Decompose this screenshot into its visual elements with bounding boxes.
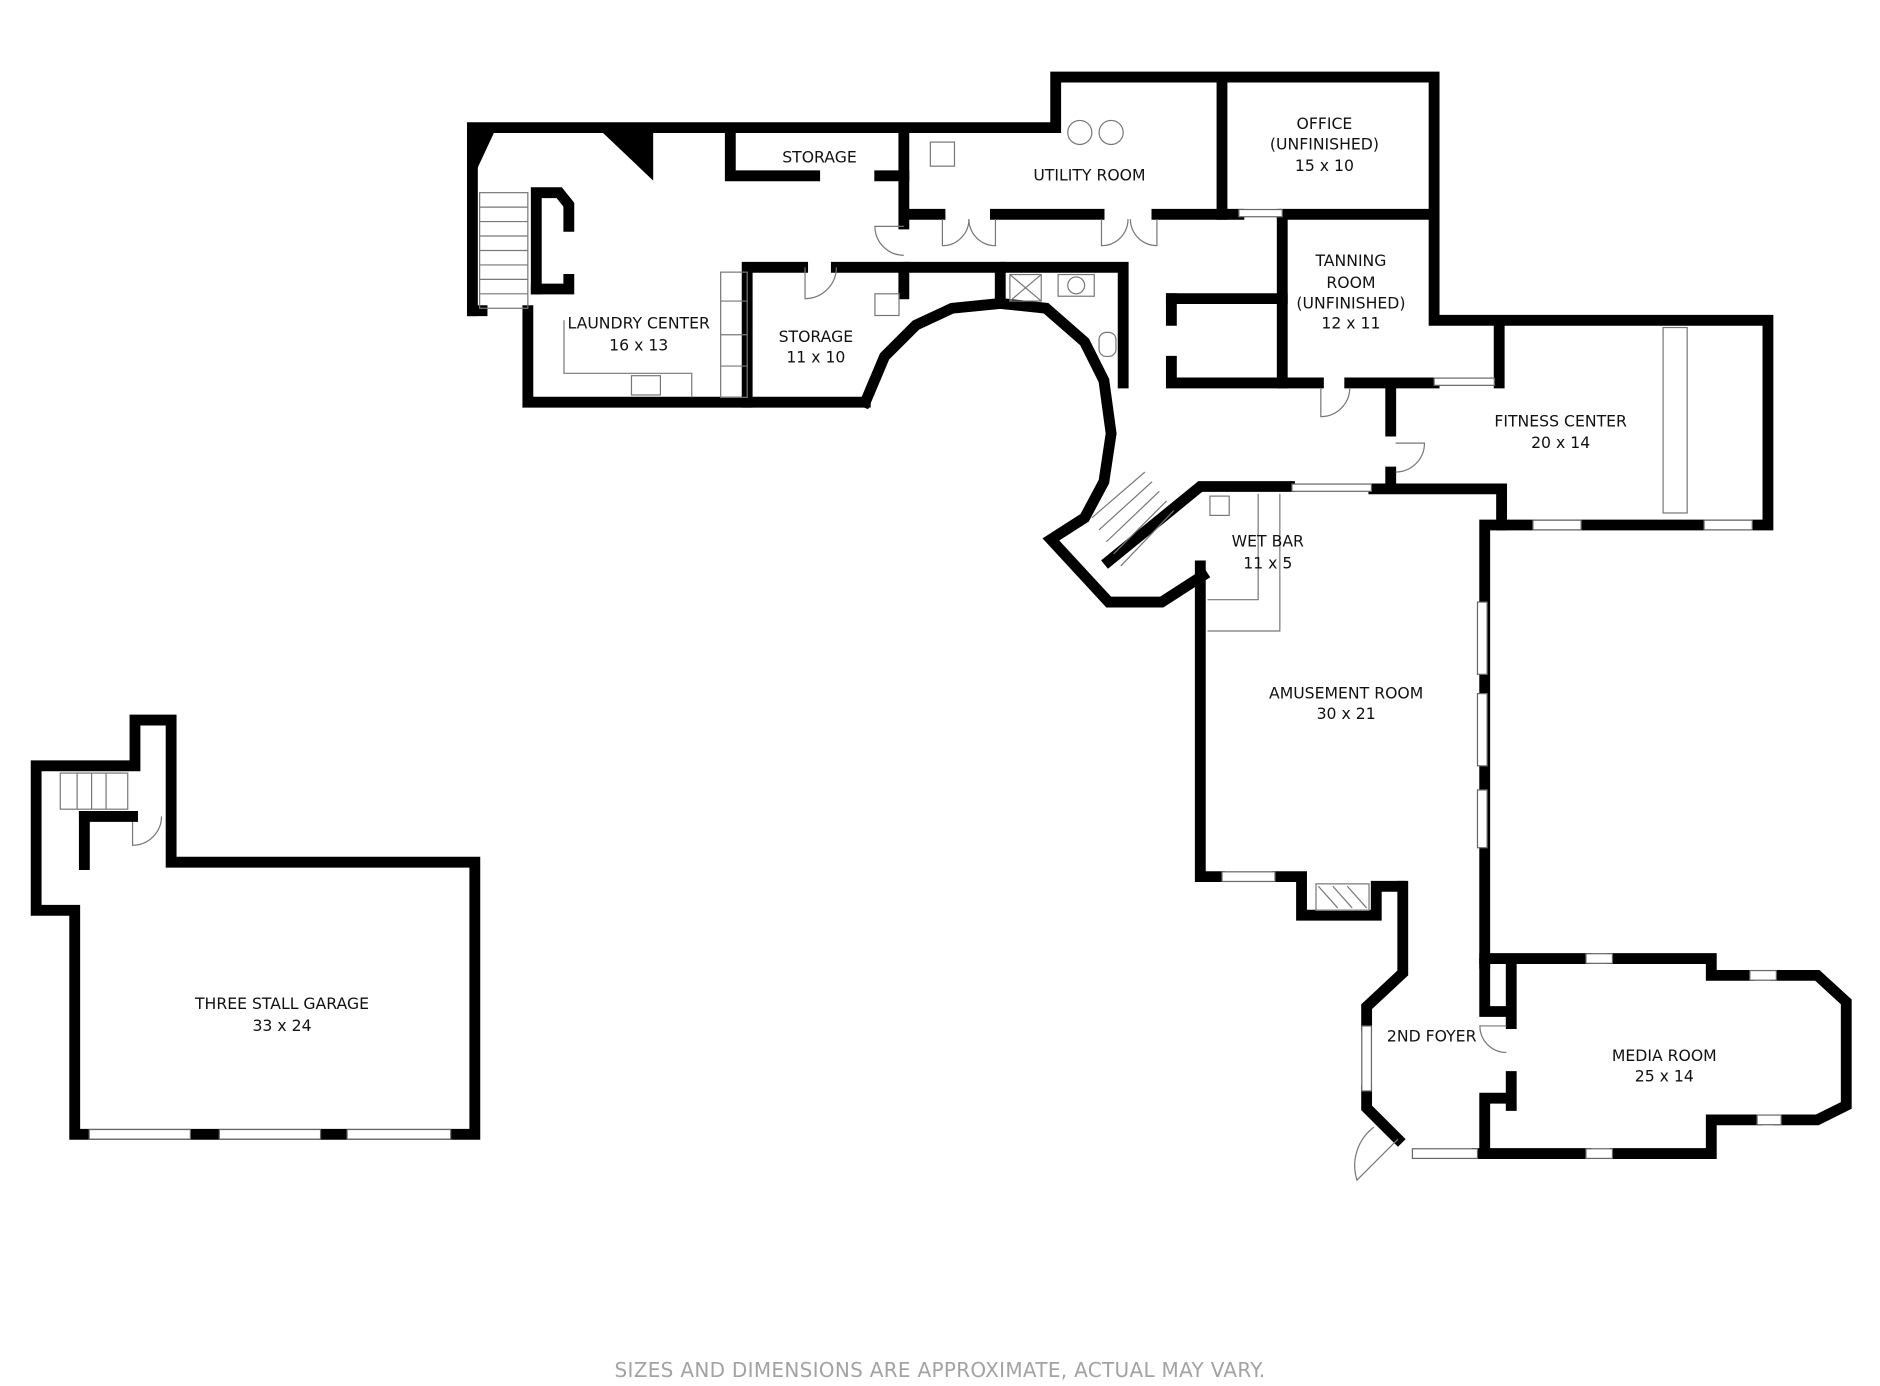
doors <box>131 219 1507 1182</box>
fireplace-icon <box>1315 883 1370 911</box>
bar-sink-icon <box>1209 495 1230 516</box>
room-wet-bar-dims: 11 x 5 <box>1243 553 1292 572</box>
room-tanning-label-2: ROOM <box>1326 273 1375 292</box>
fitness-equipment-icon <box>1662 326 1688 514</box>
toilet-icon <box>1098 331 1117 358</box>
room-laundry-label: LAUNDRY CENTER <box>568 314 710 333</box>
room-fitness-label: FITNESS CENTER <box>1494 411 1627 430</box>
room-media-label: MEDIA ROOM <box>1612 1046 1717 1065</box>
room-wet-bar-label: WET BAR <box>1232 532 1304 551</box>
sink-icon <box>1057 273 1095 297</box>
main-house-walls <box>466 71 1852 1160</box>
room-foyer-label: 2ND FOYER <box>1387 1027 1477 1046</box>
room-tanning-status: (UNFINISHED) <box>1296 293 1405 312</box>
curved-stairs-icon <box>1091 471 1175 567</box>
room-storage-dims: 11 x 10 <box>786 347 845 366</box>
stairs-icon <box>479 192 529 309</box>
room-fitness-dims: 20 x 14 <box>1531 433 1590 452</box>
room-tanning-label: TANNING <box>1314 251 1386 270</box>
room-office-label: OFFICE <box>1297 114 1353 133</box>
room-amusement-dims: 30 x 21 <box>1317 704 1376 723</box>
room-tanning-dims: 12 x 11 <box>1321 314 1380 333</box>
disclaimer-text: SIZES AND DIMENSIONS ARE APPROXIMATE, AC… <box>614 1358 1266 1382</box>
room-storage-top-label: STORAGE <box>782 148 857 167</box>
room-labels: STORAGE UTILITY ROOM OFFICE (UNFINISHED)… <box>194 114 1717 1085</box>
room-amusement-label: AMUSEMENT ROOM <box>1269 683 1423 702</box>
room-utility-label: UTILITY ROOM <box>1033 166 1145 185</box>
room-laundry-dims: 16 x 13 <box>609 335 668 354</box>
garage-walls <box>30 714 481 1140</box>
utility-box-icon <box>929 141 956 167</box>
windows <box>1221 208 1782 1160</box>
room-garage-label: THREE STALL GARAGE <box>194 994 369 1013</box>
sink-icon <box>874 293 900 317</box>
room-garage-dims: 33 x 24 <box>252 1016 311 1035</box>
room-storage-label: STORAGE <box>779 327 854 346</box>
water-heater-icon <box>1067 119 1093 146</box>
room-office-status: (UNFINISHED) <box>1270 134 1379 153</box>
room-office-dims: 15 x 10 <box>1295 156 1354 175</box>
laundry-sink-icon <box>630 375 662 396</box>
water-heater-icon <box>1098 119 1124 146</box>
room-media-dims: 25 x 14 <box>1635 1066 1694 1085</box>
fixtures <box>563 119 1688 911</box>
shower-icon <box>1009 273 1042 302</box>
